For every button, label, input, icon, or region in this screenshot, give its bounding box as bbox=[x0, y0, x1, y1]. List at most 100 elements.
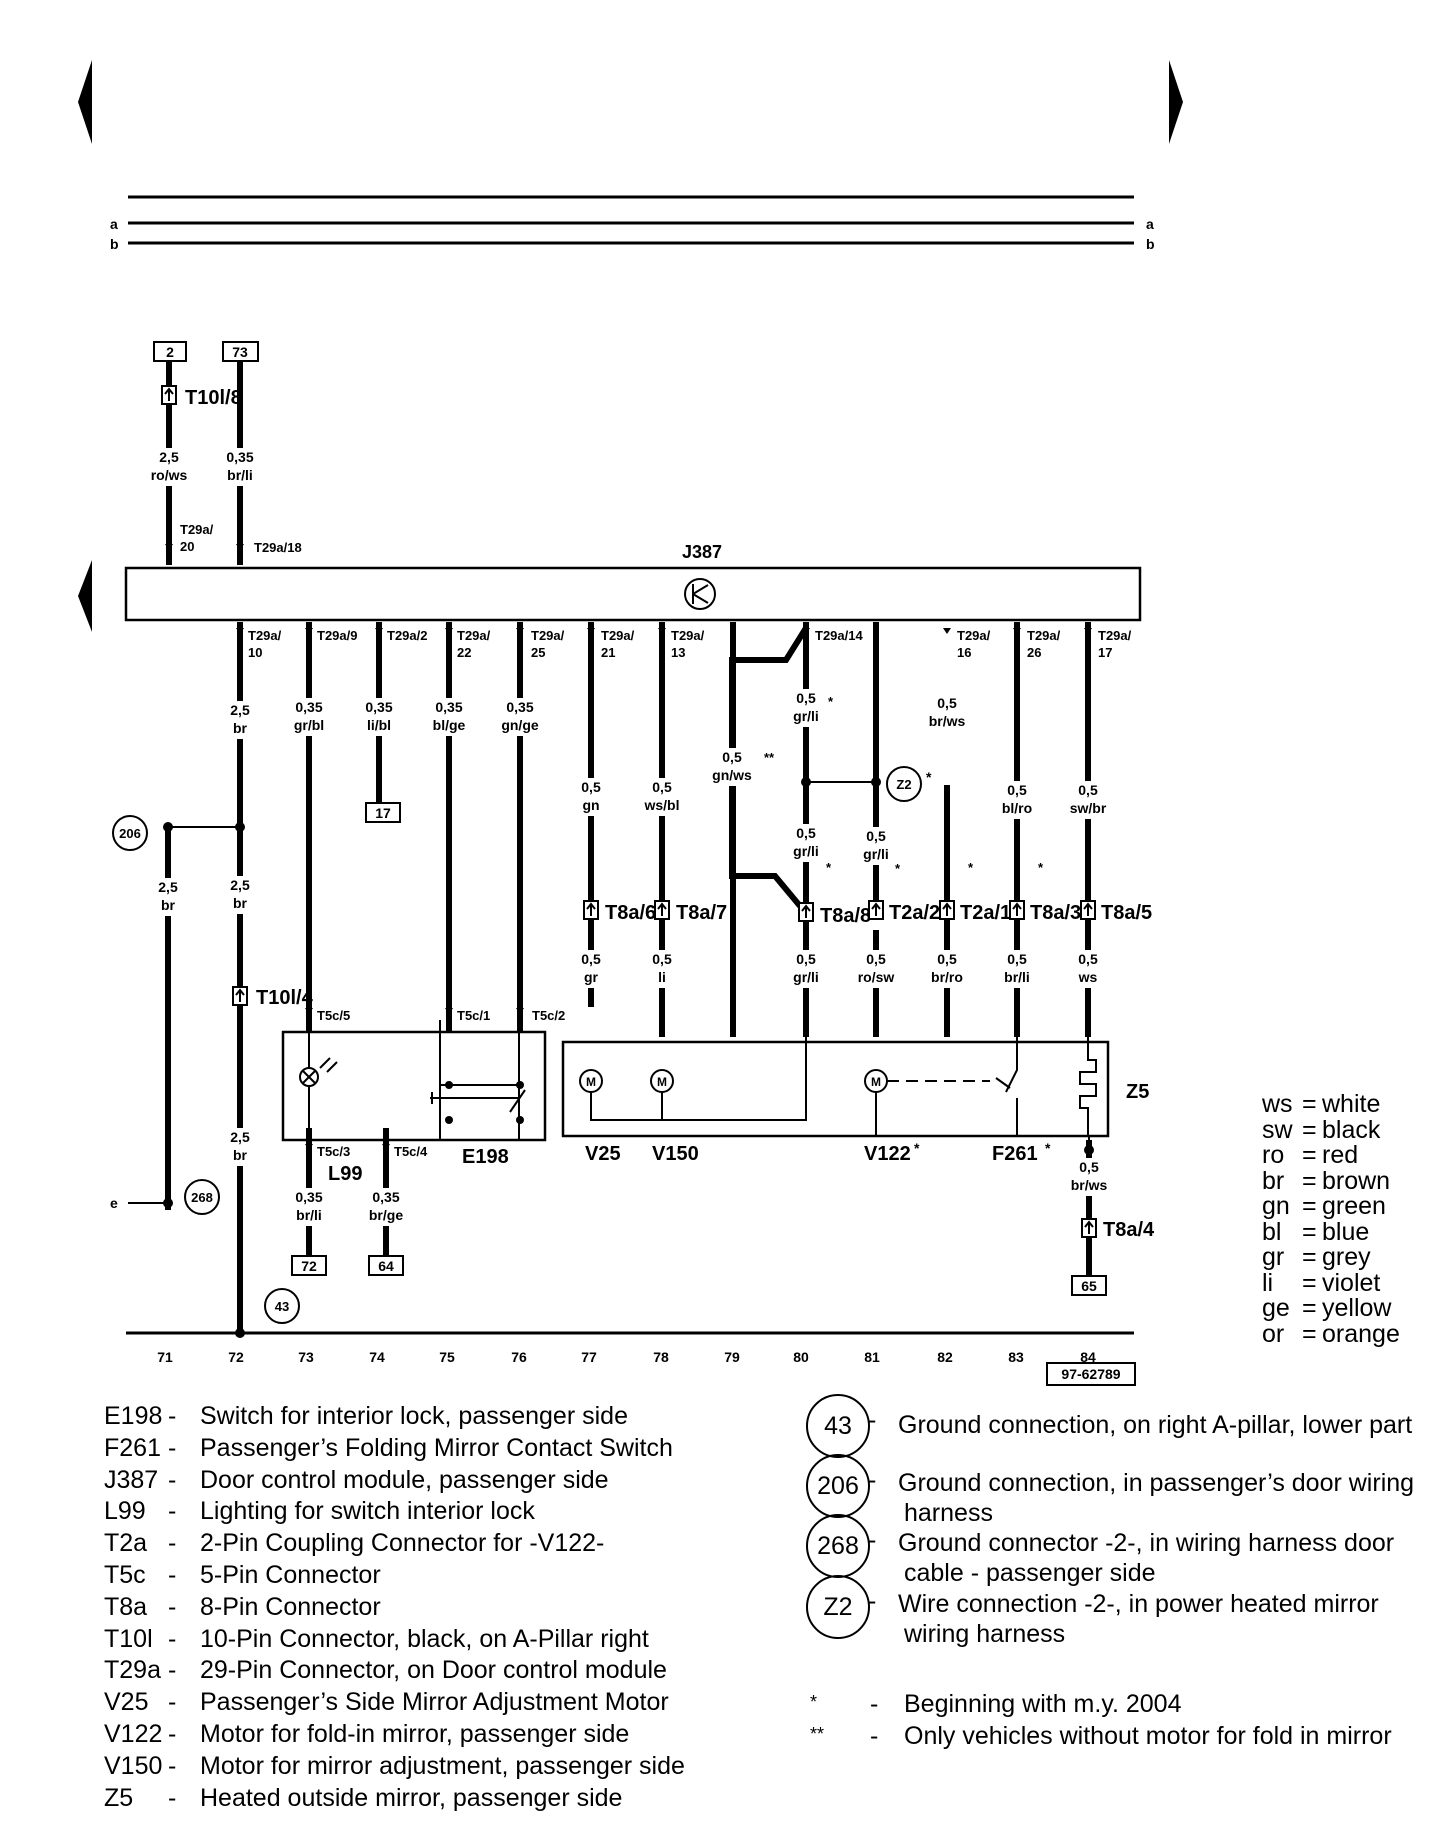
connector-arrow-icon bbox=[516, 628, 524, 634]
ground-symbol-icon: Z2 bbox=[806, 1575, 870, 1639]
legend-row: L99-Lighting for switch interior lock bbox=[104, 1497, 794, 1527]
legend-code: V150 bbox=[104, 1751, 163, 1780]
color-name: brown bbox=[1322, 1166, 1391, 1195]
legend-dash: - bbox=[168, 1529, 177, 1558]
connector-label-t5c2: T5c/2 bbox=[532, 1008, 565, 1023]
connector-label-t10l4: T10l/4 bbox=[256, 987, 314, 1009]
legend-code: J387 bbox=[104, 1465, 159, 1494]
legend-row: F261-Passenger’s Folding Mirror Contact … bbox=[104, 1434, 794, 1464]
motor-v122[interactable]: M bbox=[864, 1069, 888, 1093]
position-number: 72 bbox=[228, 1349, 244, 1365]
legend-code: T2a bbox=[104, 1529, 148, 1558]
ref-box-2[interactable]: 2 bbox=[153, 341, 187, 362]
color-name: orange bbox=[1322, 1319, 1400, 1348]
legend-row: T2a-2-Pin Coupling Connector for -V122- bbox=[104, 1529, 794, 1559]
legend-desc: Motor for mirror adjustment, passenger s… bbox=[200, 1751, 685, 1780]
color-key-row: br=brown bbox=[1262, 1167, 1390, 1196]
connector-arrow-icon bbox=[516, 1008, 524, 1014]
connector-arrow-icon bbox=[445, 628, 453, 634]
doc-number-box: 97-62789 bbox=[1046, 1362, 1136, 1386]
footnotes: *-Beginning with m.y. 2004**-Only vehicl… bbox=[806, 1690, 1446, 1760]
ground-dash: - bbox=[868, 1526, 877, 1554]
connector-label-t29a9: T29a/9 bbox=[317, 628, 357, 643]
connector-arrow-icon bbox=[375, 628, 383, 634]
connector-pin-icon bbox=[939, 900, 955, 920]
ground-206[interactable]: 206 bbox=[112, 815, 148, 851]
junction-dot bbox=[235, 822, 245, 832]
ground-symbol-icon: 268 bbox=[806, 1514, 870, 1578]
position-number: 82 bbox=[937, 1349, 953, 1365]
ref-box-64-label: 64 bbox=[378, 1258, 394, 1274]
ground-268[interactable]: 268 bbox=[184, 1179, 220, 1215]
prev-module-arrow-icon[interactable] bbox=[78, 560, 92, 632]
color-code: bl bbox=[1262, 1217, 1282, 1246]
ground-43[interactable]: 43 bbox=[264, 1288, 300, 1324]
color-code: li bbox=[1262, 1268, 1274, 1297]
next-page-arrow-icon[interactable] bbox=[1169, 60, 1183, 144]
legend-code: L99 bbox=[104, 1497, 146, 1526]
ground-legend-row: 268-Ground connector -2-, in wiring harn… bbox=[806, 1514, 1446, 1587]
footnote-text: Only vehicles without motor for fold in … bbox=[904, 1722, 1392, 1750]
legend-row: V122-Motor for fold-in mirror, passenger… bbox=[104, 1720, 794, 1750]
ground-desc-line1: Ground connection, on right A-pillar, lo… bbox=[898, 1411, 1413, 1439]
rail-a-label-right: a bbox=[1146, 216, 1154, 232]
wire-label-bg bbox=[706, 748, 758, 786]
color-name: yellow bbox=[1322, 1294, 1392, 1322]
legend-dash: - bbox=[168, 1561, 177, 1589]
connector-pin-icon bbox=[1009, 900, 1025, 920]
legend-dash: - bbox=[168, 1592, 177, 1621]
color-key-row: gn=green bbox=[1262, 1192, 1386, 1221]
ground-symbol-icon: 206 bbox=[806, 1454, 870, 1518]
color-name: red bbox=[1322, 1141, 1359, 1169]
connector-label-t2a2: T2a/2 bbox=[889, 902, 940, 924]
star-mark: * bbox=[1038, 860, 1044, 875]
ext-e-label: e bbox=[110, 1195, 118, 1211]
connector-label-t8a8: T8a/8 bbox=[820, 905, 871, 927]
component-box-mirror[interactable]: M M M Z5 bbox=[561, 1037, 1149, 1138]
v150-label: V150 bbox=[652, 1143, 699, 1165]
connector-arrow-icon bbox=[587, 628, 595, 634]
color-key-row: li=violet bbox=[1262, 1269, 1380, 1298]
wire-label-bg bbox=[850, 827, 902, 865]
doc-number: 97-62789 bbox=[1061, 1366, 1120, 1382]
ground-legend-row: 43-Ground connection, on right A-pillar,… bbox=[806, 1394, 1446, 1458]
connector-label-t29a16: T29a/16 bbox=[957, 628, 991, 660]
color-key-row: sw=black bbox=[1262, 1116, 1380, 1145]
ref-box-72[interactable]: 72 bbox=[291, 1255, 327, 1276]
connector-label-t5c1: T5c/1 bbox=[457, 1008, 490, 1023]
motor-v25[interactable]: M bbox=[579, 1069, 603, 1093]
motor-v150[interactable]: M bbox=[650, 1069, 674, 1093]
ref-box-73[interactable]: 73 bbox=[222, 341, 259, 362]
legend-dash: - bbox=[168, 1433, 177, 1462]
ref-box-65[interactable]: 65 bbox=[1071, 1275, 1107, 1296]
wire-label-bg bbox=[1063, 1158, 1115, 1196]
ground-desc: Wire connection -2-, in power heated mir… bbox=[898, 1589, 1379, 1649]
ground-z2[interactable]: Z2 * bbox=[886, 766, 932, 802]
position-number: 74 bbox=[369, 1349, 385, 1365]
star-mark: * bbox=[968, 860, 974, 875]
ref-box-17[interactable]: 17 bbox=[365, 802, 401, 823]
connector-arrow-icon bbox=[445, 1008, 453, 1014]
legend-code: V25 bbox=[104, 1688, 149, 1717]
legend-dash: - bbox=[168, 1688, 177, 1717]
legend-desc: 2-Pin Coupling Connector for -V122- bbox=[200, 1529, 605, 1558]
prev-page-arrow-icon[interactable] bbox=[78, 60, 92, 144]
connector-label-t8a6: T8a/6 bbox=[605, 902, 656, 924]
ref-box-17-label: 17 bbox=[375, 805, 391, 821]
connector-label-t29a20: T29a/20 bbox=[180, 522, 214, 554]
module-j387[interactable]: J387 bbox=[124, 542, 1142, 622]
component-box-e198[interactable]: L99 E198 bbox=[281, 1020, 547, 1185]
component-legend: E198-Switch for interior lock, passenger… bbox=[104, 1402, 794, 1822]
ref-box-64[interactable]: 64 bbox=[368, 1255, 404, 1276]
connector-arrow-icon bbox=[1084, 628, 1092, 634]
connector-pin-icon bbox=[868, 900, 884, 920]
connector-label-t8a4: T8a/4 bbox=[1103, 1219, 1155, 1241]
